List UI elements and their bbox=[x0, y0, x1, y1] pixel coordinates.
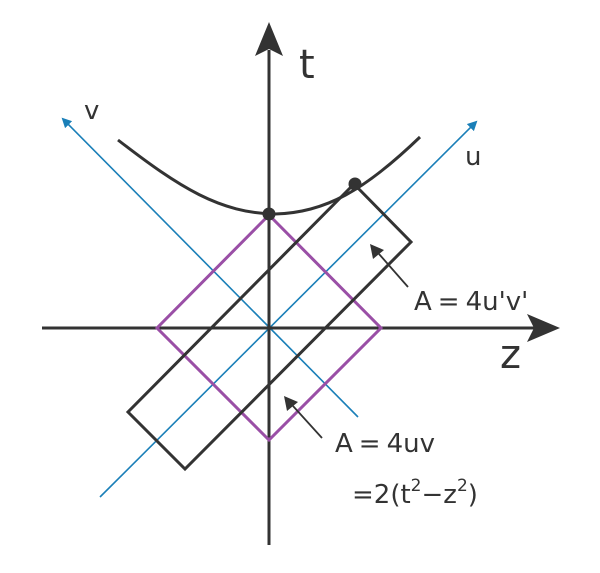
rect-area-lhs: A bbox=[414, 287, 432, 317]
formula-exponent-1: 2 bbox=[411, 476, 422, 496]
formula-suffix: ) bbox=[468, 480, 478, 510]
rect-area-rhs: 4u'v' bbox=[466, 287, 529, 317]
rect-area-formula: A=4u'v' bbox=[414, 287, 528, 317]
u-axis-label: u bbox=[465, 142, 481, 172]
rect-area-pointer-line bbox=[378, 253, 409, 288]
u-axis-line bbox=[99, 120, 478, 498]
purple-square bbox=[154, 212, 384, 443]
t-axis-label: t bbox=[299, 42, 315, 88]
formula-mid: −z bbox=[422, 480, 457, 510]
square-area-formula: A=4uv bbox=[335, 429, 435, 459]
z-axis-arrowhead-icon bbox=[527, 314, 560, 342]
square-area-pointer-arrowhead-icon bbox=[284, 396, 298, 411]
rect-area-pointer-arrowhead-icon bbox=[370, 244, 384, 259]
boosted-rectangle bbox=[125, 181, 414, 472]
z-axis-label: z bbox=[500, 332, 521, 378]
rect-area-eq: = bbox=[438, 287, 460, 317]
hyperbola-point-rect-dot-icon bbox=[348, 177, 362, 191]
t-axis-arrowhead-icon bbox=[255, 22, 283, 56]
formula-prefix: =2(t bbox=[352, 480, 411, 510]
square-area-rhs: 4uv bbox=[387, 429, 435, 459]
v-axis-line bbox=[61, 117, 359, 418]
hyperbola-point-square-dot-icon bbox=[262, 207, 276, 221]
square-area-eq: = bbox=[359, 429, 381, 459]
square-area-pointer-line bbox=[292, 405, 323, 439]
v-axis-label: v bbox=[84, 96, 99, 126]
formula-exponent-2: 2 bbox=[457, 476, 468, 496]
square-area-formula-line2: =2(t2−z2) bbox=[352, 476, 478, 510]
square-area-lhs: A bbox=[335, 429, 353, 459]
